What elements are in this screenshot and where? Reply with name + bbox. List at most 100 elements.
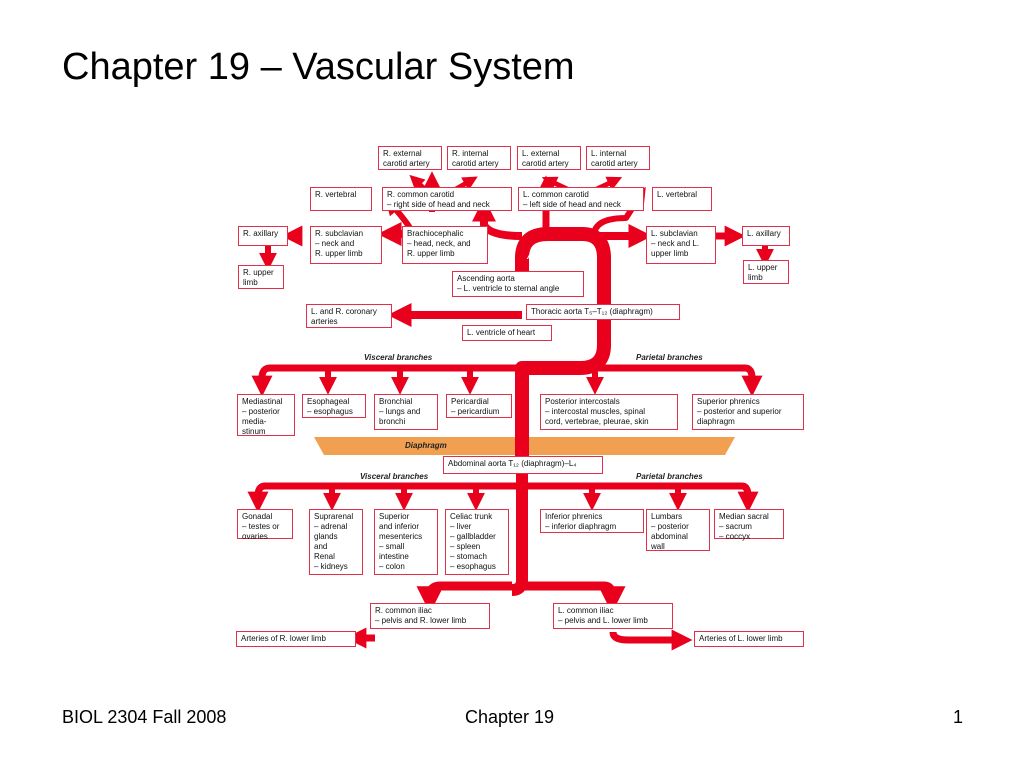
slide-title: Chapter 19 – Vascular System <box>62 46 575 88</box>
box-line: R. upper limb <box>407 249 455 258</box>
parietal-upper-label: Parietal branches <box>636 353 703 362</box>
abdominal-aorta-box: Abdominal aorta T₁₂ (diaphragm)–L₄ <box>443 456 603 474</box>
box-line: – testes or <box>242 522 280 531</box>
box-line: L. internal <box>591 149 627 158</box>
box-line: Lumbars <box>651 512 683 521</box>
box-line: carotid artery <box>383 159 430 168</box>
box-line: – pelvis and L. lower limb <box>558 616 648 625</box>
box-line: Superior <box>379 512 410 521</box>
box-line: Suprarenal <box>314 512 354 521</box>
box-line: L. and R. coronary <box>311 307 377 316</box>
celiac-trunk-box: Celiac trunk– liver– gallbladder– spleen… <box>445 509 509 575</box>
box-line: abdominal <box>651 532 688 541</box>
box-line: – small <box>379 542 405 551</box>
box-line: – adrenal <box>314 522 348 531</box>
box-line: intestine <box>379 552 409 561</box>
box-line: media- <box>242 417 267 426</box>
box-line: L. common iliac <box>558 606 614 615</box>
l-common-carotid-box: L. common carotid– left side of head and… <box>518 187 644 211</box>
box-line: L. common carotid <box>523 190 589 199</box>
box-line: – left side of head and neck <box>523 200 621 209</box>
box-line: – neck and L. <box>651 239 700 248</box>
box-line: – L. ventricle to sternal angle <box>457 284 560 293</box>
footer-page-number: 1 <box>953 707 964 727</box>
box-line: Posterior intercostals <box>545 397 620 406</box>
box-line: wall <box>651 542 665 551</box>
box-line: R. external <box>383 149 422 158</box>
diaphragm-label: Diaphragm <box>405 441 447 450</box>
median-sacral-box: Median sacral– sacrum– coccyx <box>714 509 784 541</box>
box-line: Gonadal <box>242 512 273 521</box>
box-line: L. subclavian <box>651 229 698 238</box>
box-line: carotid artery <box>452 159 499 168</box>
box-line: L. axillary <box>747 229 781 238</box>
superior-phrenics-box: Superior phrenics– posterior and superio… <box>692 394 804 430</box>
box-line: R. vertebral <box>315 190 357 199</box>
thoracic-aorta-box: Thoracic aorta T₅–T₁₂ (diaphragm) <box>526 304 680 320</box>
box-line: – coccyx <box>719 532 751 541</box>
box-line: R. subclavian <box>315 229 364 238</box>
aortic-arch-label: Aortic arch <box>527 252 570 261</box>
box-line: – neck and <box>315 239 355 248</box>
posterior-intercostals-box: Posterior intercostals– intercostal musc… <box>540 394 678 430</box>
visceral-lower-label: Visceral branches <box>360 472 429 481</box>
box-line: Arteries of L. lower limb <box>699 634 783 643</box>
l-ventricle-box: L. ventricle of heart <box>462 325 552 341</box>
box-line: limb <box>243 278 258 287</box>
box-line: R. axillary <box>243 229 279 238</box>
l-vertebral-box: L. vertebral <box>652 187 712 211</box>
box-line: – sacrum <box>719 522 752 531</box>
box-line: carotid artery <box>522 159 569 168</box>
r-common-iliac-vessel <box>416 581 512 614</box>
box-line: Renal <box>314 552 335 561</box>
box-line: Ascending aorta <box>457 274 515 283</box>
footer-chapter: Chapter 19 <box>465 707 555 727</box>
box-line: Superior phrenics <box>697 397 760 406</box>
box-line: – inferior diaphragm <box>545 522 617 531</box>
footer-course: BIOL 2304 Fall 2008 <box>62 707 227 727</box>
aorta-trunk <box>515 227 611 470</box>
box-line: Celiac trunk <box>450 512 493 521</box>
box-line: Median sacral <box>719 512 769 521</box>
r-axillary-box: R. axillary <box>238 226 288 246</box>
l-subclavian-box: L. subclavian– neck and L.upper limb <box>646 226 716 264</box>
box-line: – pelvis and R. lower limb <box>375 616 467 625</box>
r-lower-limb-box: Arteries of R. lower limb <box>236 631 356 647</box>
box-line: bronchi <box>379 417 406 426</box>
box-line: and <box>314 542 328 551</box>
box-line: – posterior <box>242 407 280 416</box>
box-line: carotid artery <box>591 159 638 168</box>
box-line: mesenterics <box>379 532 423 541</box>
box-line: – esophagus <box>307 407 353 416</box>
box-line: Esophageal <box>307 397 350 406</box>
abdominal-visceral-trunk <box>247 482 522 513</box>
box-line: – stomach <box>450 552 487 561</box>
box-line: limb <box>748 273 763 282</box>
box-line: upper limb <box>651 249 689 258</box>
r-common-carotid-box: R. common carotid– right side of head an… <box>382 187 512 211</box>
box-line: – lungs and <box>379 407 421 416</box>
box-line: L. external <box>522 149 560 158</box>
box-line: diaphragm <box>697 417 735 426</box>
box-line: – pericardium <box>451 407 500 416</box>
box-line: – gallbladder <box>450 532 496 541</box>
thoracic-parietal-trunk <box>522 364 763 397</box>
box-line: – spleen <box>450 542 481 551</box>
box-line: stinum <box>242 427 266 436</box>
box-line: Thoracic aorta T₅–T₁₂ (diaphragm) <box>531 307 653 316</box>
box-line: glands <box>314 532 338 541</box>
l-common-iliac-vessel <box>522 581 626 614</box>
box-line: ovaries <box>242 532 268 541</box>
box-line: L. vertebral <box>657 190 698 199</box>
box-line: R. upper limb <box>315 249 363 258</box>
box-line: Brachiocephalic <box>407 229 464 238</box>
box-line: R. common carotid <box>387 190 455 199</box>
